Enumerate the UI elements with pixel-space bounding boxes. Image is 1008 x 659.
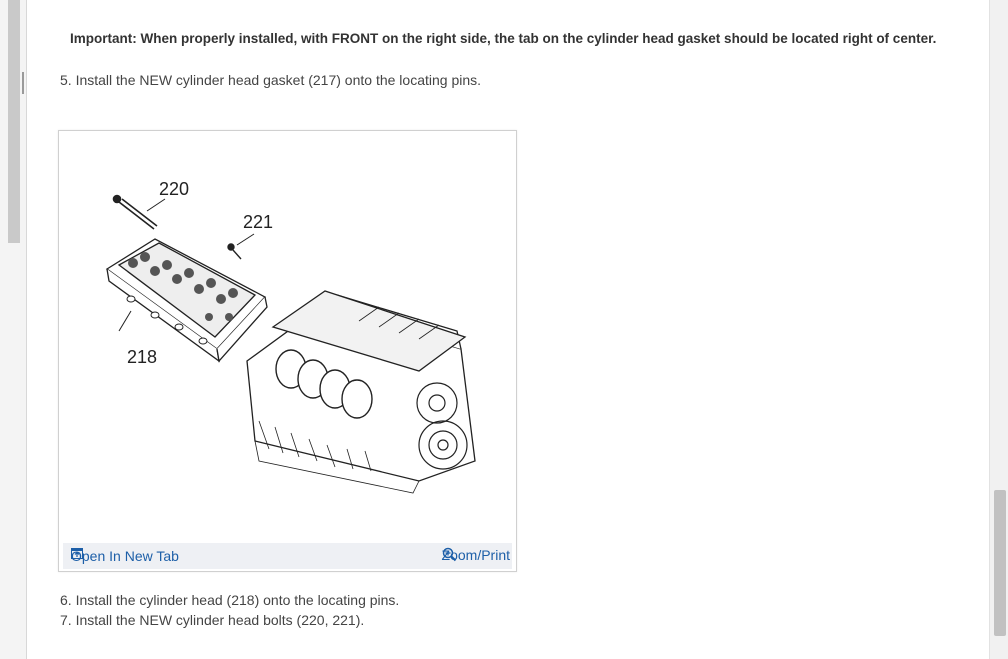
left-sidebar-edge bbox=[0, 0, 27, 659]
open-in-new-tab-link[interactable]: Open In New Tab bbox=[71, 548, 179, 564]
step-5: 5. Install the NEW cylinder head gasket … bbox=[60, 72, 482, 88]
right-scrollbar-track[interactable] bbox=[989, 0, 1008, 659]
cylinder-head-218 bbox=[105, 238, 268, 363]
engine-illustration: 220 221 218 bbox=[105, 179, 476, 494]
left-scrollbar-thumb[interactable] bbox=[8, 0, 20, 243]
engine-block bbox=[246, 290, 476, 494]
bolt-221 bbox=[227, 233, 255, 260]
important-note: Important: When properly installed, with… bbox=[70, 31, 937, 46]
zoom-print-label: Zoom/Print bbox=[441, 547, 510, 563]
article-content: Important: When properly installed, with… bbox=[58, 0, 978, 659]
callout-218: 218 bbox=[127, 347, 157, 367]
figure-toolbar: Open In New Tab Zoom/Print bbox=[63, 543, 512, 569]
magnifier-plus-icon bbox=[442, 547, 456, 562]
callout-221: 221 bbox=[243, 212, 273, 232]
step-7: 7. Install the NEW cylinder head bolts (… bbox=[60, 612, 365, 628]
illustration-figure: 220 221 218 bbox=[58, 130, 517, 572]
right-scrollbar-thumb[interactable] bbox=[994, 490, 1006, 636]
open-new-tab-icon bbox=[71, 548, 83, 559]
left-divider-tick bbox=[22, 72, 24, 94]
bolt-220 bbox=[112, 194, 166, 230]
callout-220: 220 bbox=[159, 179, 189, 199]
zoom-print-link[interactable]: Zoom/Print bbox=[442, 547, 510, 563]
step-6: 6. Install the cylinder head (218) onto … bbox=[60, 592, 400, 608]
open-in-new-tab-label: Open In New Tab bbox=[71, 548, 179, 564]
